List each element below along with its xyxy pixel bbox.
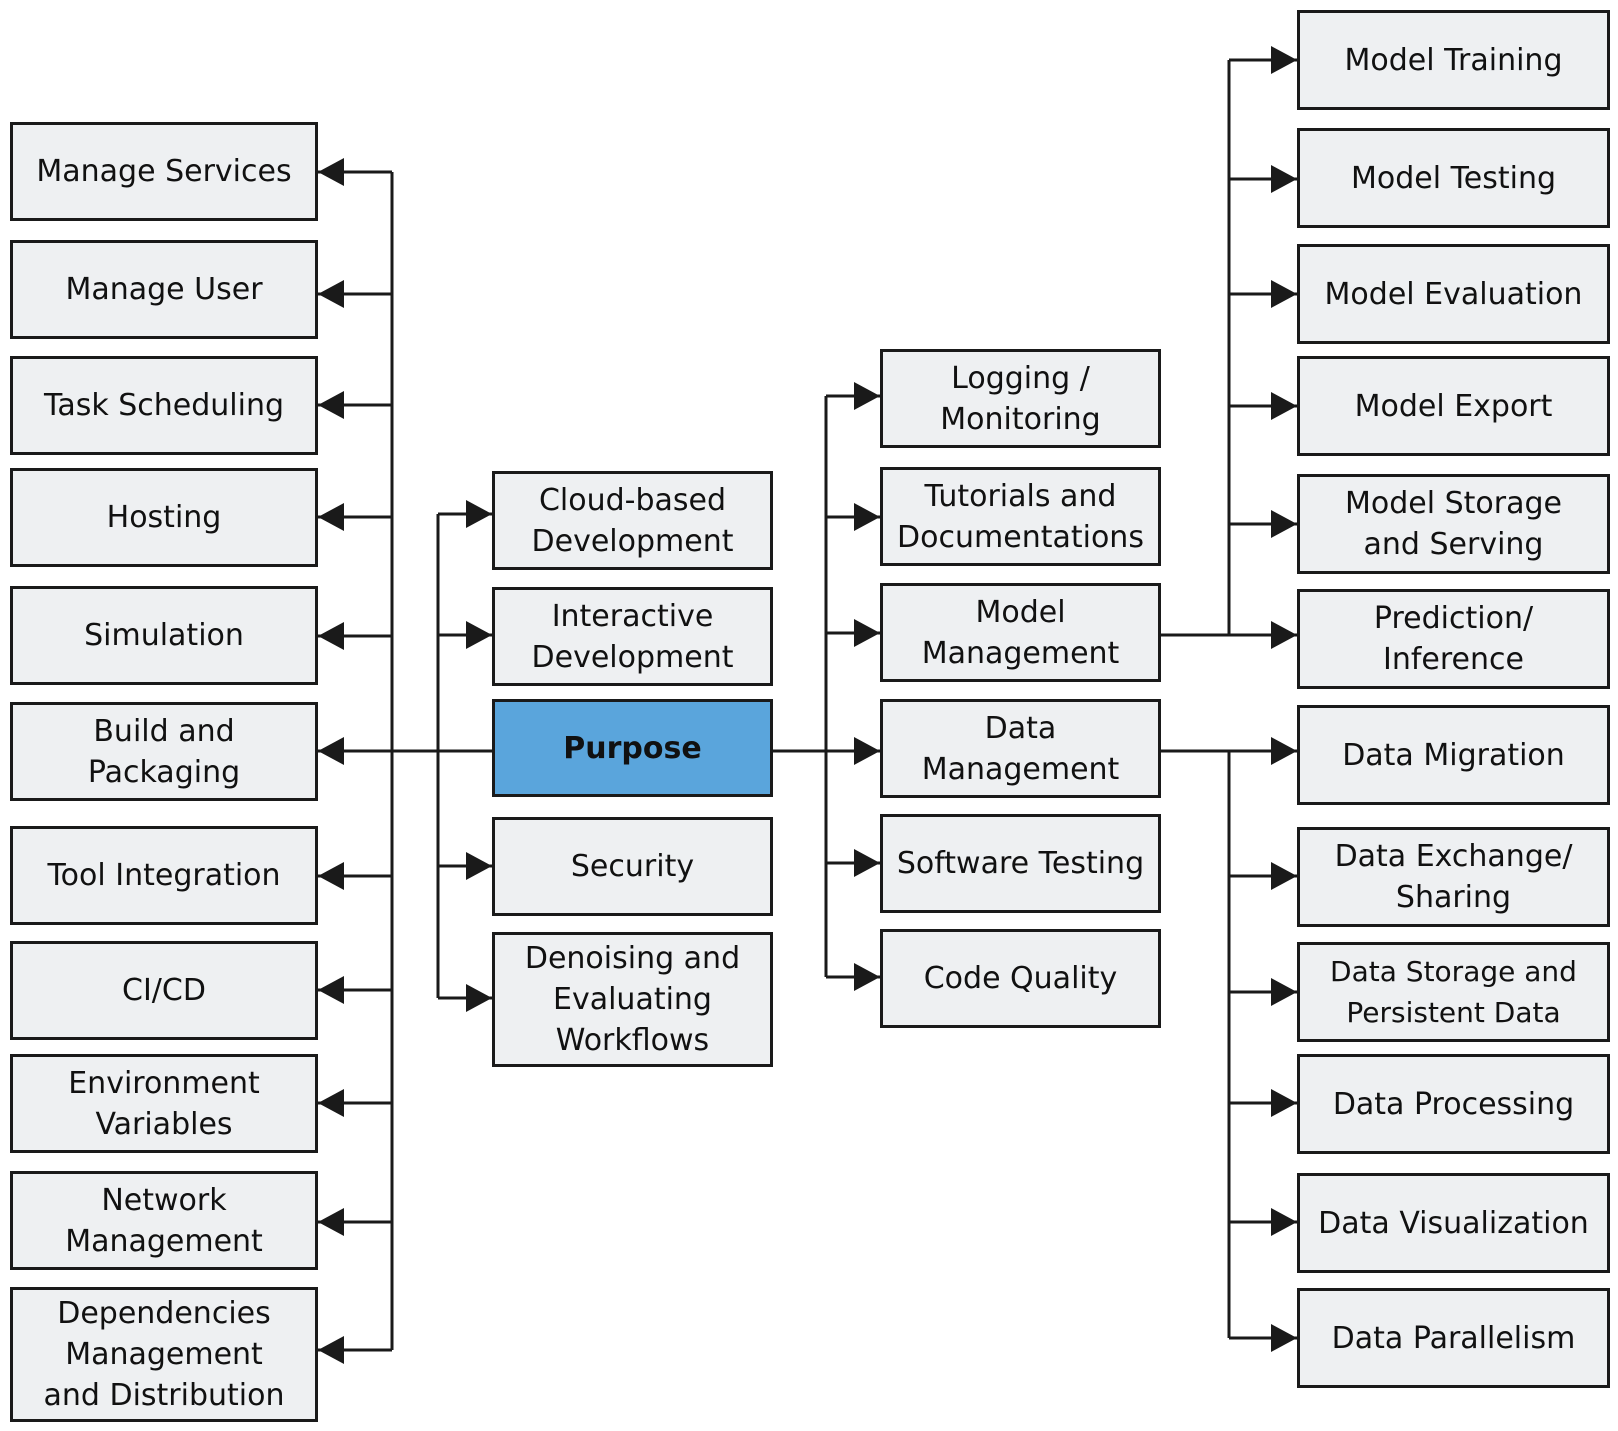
node-manage-user: Manage User: [10, 240, 318, 339]
arrowhead: [318, 1089, 344, 1117]
node-data-visualization: Data Visualization: [1297, 1173, 1610, 1273]
node-logging-monitoring: Logging / Monitoring: [880, 349, 1161, 448]
node-prediction-inference: Prediction/ Inference: [1297, 589, 1610, 689]
arrowhead: [466, 500, 492, 528]
arrowhead: [318, 391, 344, 419]
arrowhead: [318, 862, 344, 890]
node-data-parallelism: Data Parallelism: [1297, 1288, 1610, 1388]
node-data-management: Data Management: [880, 699, 1161, 798]
arrowhead: [1271, 862, 1297, 890]
arrowhead: [318, 280, 344, 308]
arrowhead: [318, 737, 344, 765]
arrowhead: [854, 503, 880, 531]
node-tool-integration: Tool Integration: [10, 826, 318, 925]
node-data-storage-persistent: Data Storage and Persistent Data: [1297, 942, 1610, 1042]
arrowhead: [318, 1336, 344, 1364]
arrowhead: [318, 1208, 344, 1236]
node-environment-variables: Environment Variables: [10, 1054, 318, 1153]
node-interactive-development: Interactive Development: [492, 587, 773, 686]
node-data-exchange-sharing: Data Exchange/ Sharing: [1297, 827, 1610, 927]
arrowhead: [1271, 978, 1297, 1006]
node-cloud-based-development: Cloud-based Development: [492, 471, 773, 570]
arrowhead: [1271, 737, 1297, 765]
arrowhead: [1271, 280, 1297, 308]
node-data-migration: Data Migration: [1297, 705, 1610, 805]
node-security: Security: [492, 817, 773, 916]
node-data-processing: Data Processing: [1297, 1054, 1610, 1154]
node-ci-cd: CI/CD: [10, 941, 318, 1040]
node-model-evaluation: Model Evaluation: [1297, 244, 1610, 344]
arrowhead: [318, 976, 344, 1004]
arrowhead: [466, 984, 492, 1012]
arrowhead: [1271, 1324, 1297, 1352]
arrowhead: [318, 503, 344, 531]
arrowhead: [466, 621, 492, 649]
node-denoising-evaluating-workflows: Denoising and Evaluating Workflows: [492, 932, 773, 1067]
arrowhead: [466, 852, 492, 880]
node-build-and-packaging: Build and Packaging: [10, 702, 318, 801]
arrowhead: [854, 382, 880, 410]
arrowhead: [1271, 1208, 1297, 1236]
arrowhead: [1271, 392, 1297, 420]
node-network-management: Network Management: [10, 1171, 318, 1270]
node-code-quality: Code Quality: [880, 929, 1161, 1028]
node-tutorials-documentations: Tutorials and Documentations: [880, 467, 1161, 566]
node-dependencies-management: Dependencies Management and Distribution: [10, 1287, 318, 1422]
node-hosting: Hosting: [10, 468, 318, 567]
node-simulation: Simulation: [10, 586, 318, 685]
arrowhead: [1271, 165, 1297, 193]
arrowhead: [854, 737, 880, 765]
node-software-testing: Software Testing: [880, 814, 1161, 913]
node-manage-services: Manage Services: [10, 122, 318, 221]
node-task-scheduling: Task Scheduling: [10, 356, 318, 455]
node-model-testing: Model Testing: [1297, 128, 1610, 228]
purpose-node: Purpose: [492, 699, 773, 797]
arrowhead: [854, 963, 880, 991]
arrowhead: [1271, 1089, 1297, 1117]
arrowhead: [854, 619, 880, 647]
arrowhead: [318, 622, 344, 650]
arrowhead: [1271, 510, 1297, 538]
node-model-training: Model Training: [1297, 10, 1610, 110]
arrowhead: [318, 158, 344, 186]
arrowhead: [1271, 46, 1297, 74]
arrowhead: [854, 849, 880, 877]
node-model-storage-serving: Model Storage and Serving: [1297, 474, 1610, 574]
node-model-export: Model Export: [1297, 356, 1610, 456]
node-model-management: Model Management: [880, 583, 1161, 682]
arrowhead: [1271, 621, 1297, 649]
